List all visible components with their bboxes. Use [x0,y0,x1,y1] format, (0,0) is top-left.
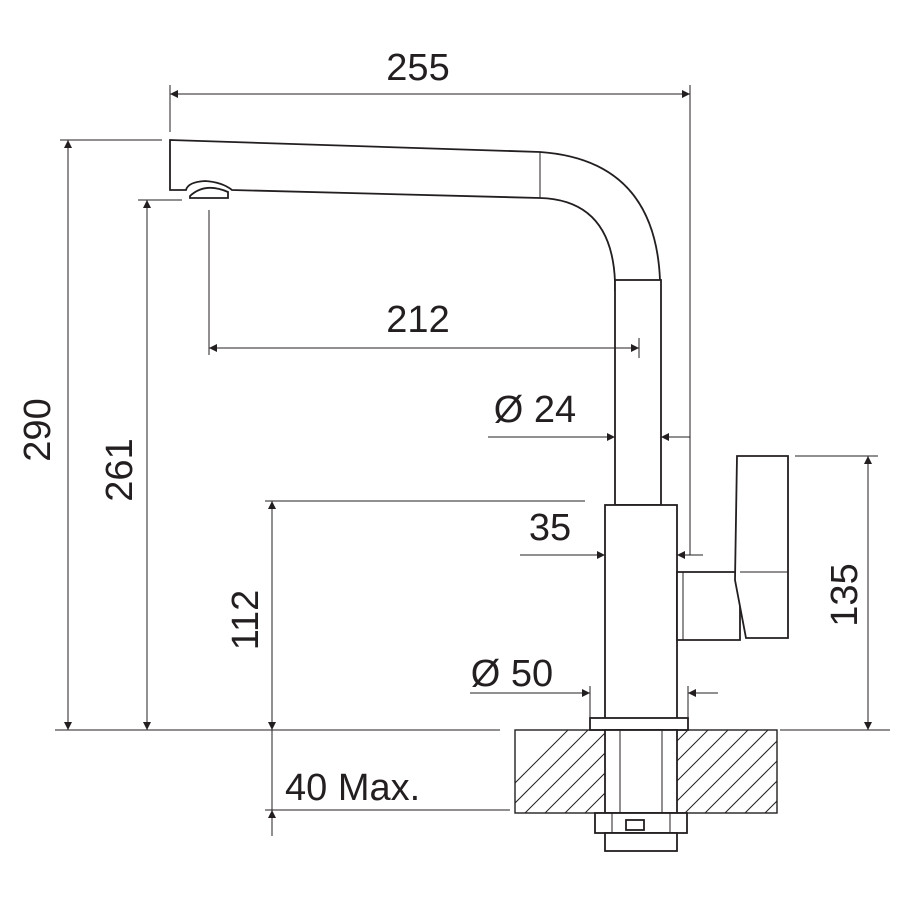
svg-text:Ø 50: Ø 50 [471,653,553,695]
svg-text:Ø 24: Ø 24 [494,389,576,431]
spout [169,139,661,291]
svg-text:212: 212 [386,299,449,341]
faucet-outline [169,139,789,731]
dimension-outlet-height: 261 [99,199,182,730]
dimension-overall-width: 255 [169,47,691,555]
handle-connector [676,571,741,641]
svg-text:261: 261 [99,438,141,501]
svg-text:255: 255 [386,47,449,89]
countertop-section [514,729,778,852]
lever-handle [734,455,789,639]
spout-pipe [614,279,662,506]
svg-text:135: 135 [824,563,866,626]
faucet-body [604,504,678,721]
dimension-deck-thickness: 40 Max. [265,730,510,836]
dimension-base-diameter: Ø 50 [470,653,718,718]
dimension-spout-reach: 212 [208,210,640,358]
dimension-body-width: 35 [520,507,703,559]
svg-text:40 Max.: 40 Max. [285,767,420,809]
svg-text:35: 35 [529,507,571,549]
connector-fitting [604,832,678,852]
shank [604,729,678,814]
aerator [189,186,229,199]
dimension-spout-diameter: Ø 24 [488,389,690,441]
dimension-body-height: 112 [225,500,585,730]
svg-text:112: 112 [225,590,267,651]
dimension-handle-height: 135 [795,455,878,730]
dimension-overall-height: 290 [17,139,162,730]
base-ring [589,717,689,731]
svg-text:290: 290 [17,398,59,461]
